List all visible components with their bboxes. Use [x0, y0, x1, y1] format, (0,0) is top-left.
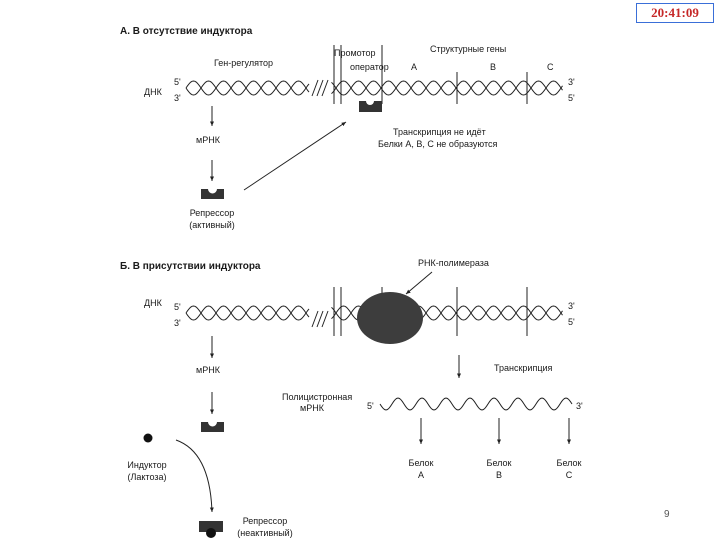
- structural-genes-label: Структурные гены: [430, 44, 507, 54]
- mrna-three-prime: 3': [576, 401, 583, 411]
- protein-c-label: Белок: [556, 458, 582, 468]
- gene-a-label: A: [411, 62, 418, 72]
- page-number: 9: [664, 509, 670, 520]
- transcription-label: Транскрипция: [494, 363, 553, 373]
- protein-b-label: Белок: [486, 458, 512, 468]
- repressor-label-b: Репрессор: [242, 516, 288, 526]
- dna-break-b: [311, 310, 329, 328]
- repressor-b-shape: [201, 422, 224, 432]
- polycistronic-label: Полицистронная: [282, 392, 353, 402]
- protein-a-label: Белок: [408, 458, 434, 468]
- polycistronic-mrna-wave: [379, 397, 573, 411]
- five-prime-right-a: 5': [568, 93, 575, 103]
- dna-label-a: ДНК: [144, 87, 162, 97]
- gene-boundary-lines-a: [333, 45, 528, 104]
- repressor-label-a: Репрессор: [189, 208, 235, 218]
- no-proteins-label: Белки A, B, C не образуются: [378, 139, 498, 149]
- inactive-repressor-shape: [199, 521, 223, 538]
- no-transcription-label: Транскрипция не идёт: [393, 127, 486, 137]
- rna-polymerase-label: РНК-полимераза: [418, 258, 489, 268]
- three-prime-right-a: 3': [568, 77, 575, 87]
- section-a-heading: А. В отсутствие индуктора: [120, 26, 253, 37]
- gene-c-label: C: [547, 62, 554, 72]
- polycistronic-mrna-label: мРНК: [300, 403, 324, 413]
- repressor-state-b: (неактивный): [237, 528, 293, 538]
- three-prime-right-b: 3': [568, 301, 575, 311]
- regulator-gene-label: Ген-регулятор: [214, 58, 273, 68]
- protein-arrows: [419, 418, 571, 444]
- repressor-a-shape: [201, 189, 224, 199]
- dna-break-a: [311, 79, 329, 97]
- five-prime-left-a: 5': [174, 77, 181, 87]
- rna-polymerase-shape: [357, 292, 423, 344]
- three-prime-left-b: 3': [174, 318, 181, 328]
- protein-b-letter: B: [495, 470, 502, 480]
- protein-c-letter: C: [565, 470, 573, 480]
- clock-display: 20:41:09: [636, 3, 714, 23]
- promoter-label: Промотор: [334, 48, 376, 58]
- bound-repressor-a: [359, 101, 382, 112]
- arrow-to-polymerase: [405, 271, 433, 295]
- repressor-state-a: (активный): [189, 220, 235, 230]
- five-prime-right-b: 5': [568, 317, 575, 327]
- inducer-dot: [143, 433, 153, 443]
- inducer-detail-label: (Лактоза): [127, 472, 167, 482]
- mrna-five-prime: 5': [367, 401, 374, 411]
- mrna-label-a: мРНК: [196, 135, 220, 145]
- dna-label-b: ДНК: [144, 298, 162, 308]
- mrna-label-b: мРНК: [196, 365, 220, 375]
- five-prime-left-b: 5': [174, 302, 181, 312]
- dna-helix-a: [185, 80, 563, 96]
- three-prime-left-a: 3': [174, 93, 181, 103]
- gene-b-label: B: [490, 62, 497, 72]
- section-b-heading: Б. В присутствии индуктора: [120, 261, 261, 272]
- operator-label: оператор: [350, 62, 389, 72]
- arrow-repressor-to-operator: [243, 121, 347, 191]
- inducer-label: Индуктор: [127, 460, 167, 470]
- inducer-curved-arrow: [175, 439, 214, 513]
- protein-a-letter: A: [417, 470, 424, 480]
